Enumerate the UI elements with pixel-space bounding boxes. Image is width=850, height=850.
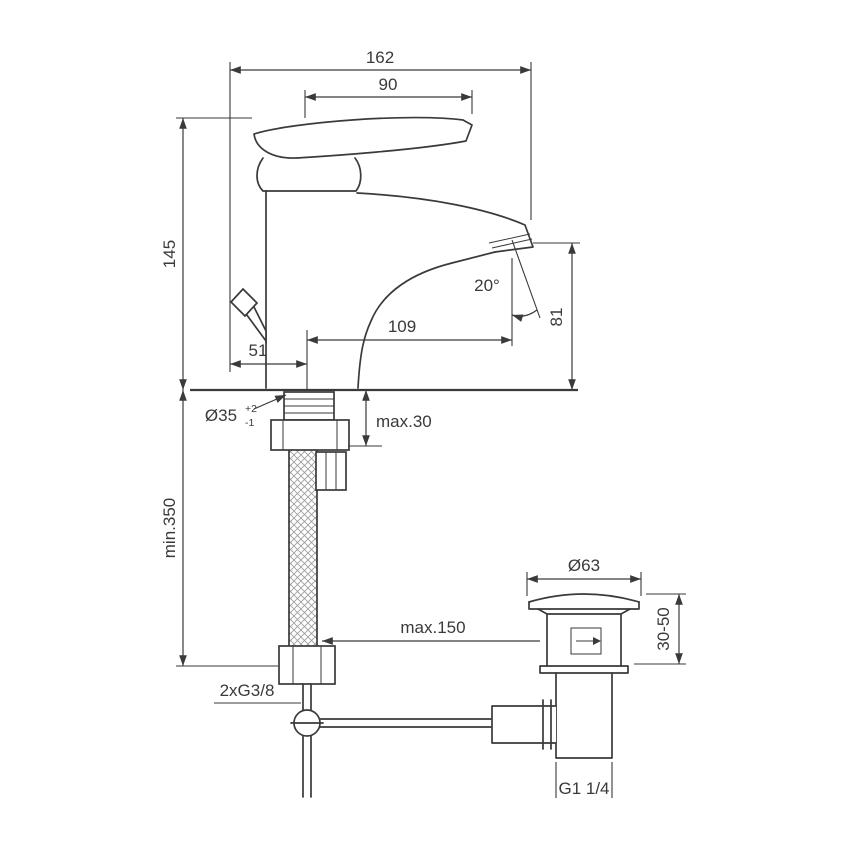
waste-inlet-mask	[492, 706, 556, 743]
hole-leader	[253, 394, 287, 410]
rod-vertical	[302, 683, 312, 798]
hose-end-nut-facets	[292, 646, 322, 684]
waste-taper	[537, 608, 631, 615]
angle-ref-line	[511, 239, 541, 319]
waste-tailpiece	[555, 672, 613, 759]
waste-flange	[539, 665, 629, 674]
dim-waste-height-range: 30-50	[654, 607, 673, 650]
waste-body	[546, 613, 622, 667]
waste-side-inlet	[491, 705, 557, 744]
ext-162	[229, 62, 532, 372]
dim-total-length: 162	[366, 48, 394, 67]
waste-inlet-flange	[542, 699, 552, 750]
mounting-nut-facets	[282, 420, 338, 450]
aerator-lines	[488, 233, 533, 249]
rod-horizontal	[319, 718, 493, 728]
dim-rear-offset: 51	[249, 341, 268, 360]
dimension-annotations: 162 90 145 min.350 51 109 81 20° Ø35 +2 …	[160, 48, 686, 798]
dim-hole-tol-plus: +2	[245, 403, 257, 415]
waste-assembly	[491, 593, 640, 759]
dim-rod-reach: max.150	[400, 618, 465, 637]
hose-fitting-facets	[325, 452, 337, 490]
spout-top-edge	[356, 192, 534, 253]
ext-d63	[526, 572, 642, 596]
ext-g114	[555, 762, 613, 798]
shank-threads	[284, 398, 334, 414]
waste-plug-cap	[528, 593, 640, 603]
side-knob-cap	[229, 287, 259, 318]
dim-height: 145	[160, 240, 179, 268]
dim-spout-height: 81	[547, 308, 566, 327]
dim-hole-diameter: Ø35	[205, 406, 237, 425]
dim-handle-length: 90	[379, 75, 398, 94]
waste-plug-rim	[528, 601, 640, 610]
dim-spout-angle: 20°	[474, 276, 500, 295]
mounting-nut	[270, 419, 350, 451]
hose-end-nut	[278, 645, 336, 685]
waste-slot-arrow	[593, 637, 601, 645]
mounting-hardware	[270, 391, 350, 685]
handle-lever	[253, 116, 473, 159]
dim-waste-thread: G1 1/4	[558, 779, 609, 798]
ext-90	[304, 90, 473, 118]
dim-hole-tol-minus: -1	[245, 417, 254, 429]
angle-arc	[511, 309, 538, 322]
dim-spout-reach: 109	[388, 317, 416, 336]
spout-underside	[357, 251, 496, 389]
faucet-outline	[190, 116, 578, 392]
dim-waste-flange-diameter: Ø63	[568, 556, 600, 575]
pop-up-rod	[290, 683, 493, 798]
hose-fitting	[315, 451, 347, 491]
dim-hose-thread: 2xG3/8	[220, 681, 275, 700]
dim-max-deck-thickness: max.30	[376, 412, 432, 431]
cartridge-dome	[256, 157, 362, 192]
dim-min-hose-length: min.350	[160, 498, 179, 558]
